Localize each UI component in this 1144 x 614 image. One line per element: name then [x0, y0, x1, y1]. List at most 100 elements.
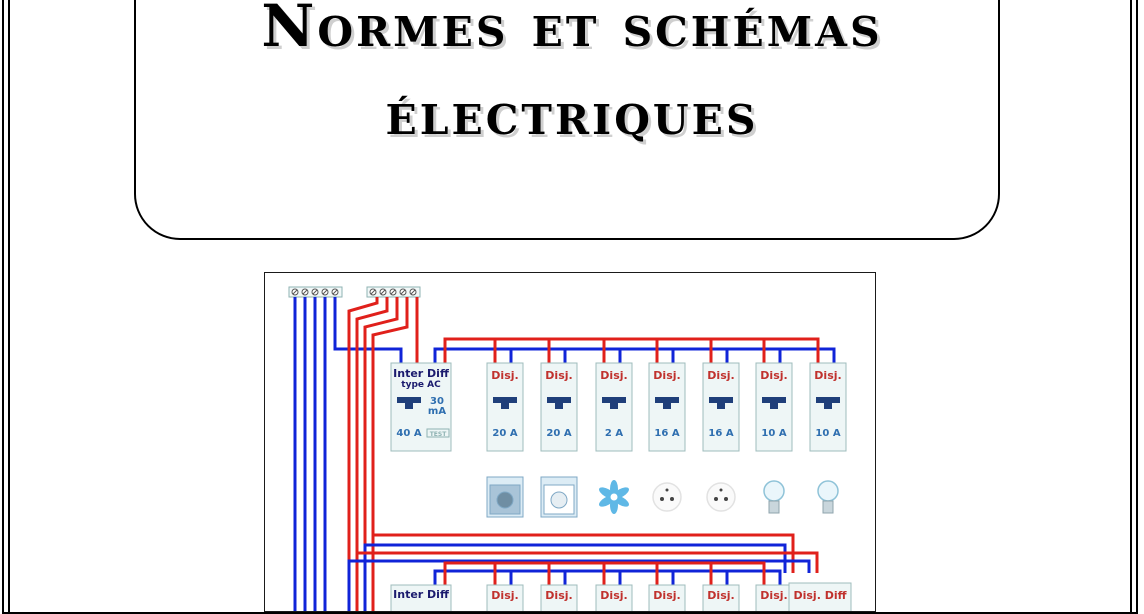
breaker-toggle-stem [770, 403, 778, 409]
neutral-terminal-block-screw-slot [322, 289, 328, 295]
circuit-breaker-row1: Disj. 20 A [540, 362, 578, 452]
breaker-row2-label: Disj. [760, 589, 787, 602]
washing-machine-icon-window [489, 484, 521, 515]
phase-feeder-wire [355, 297, 389, 611]
dishwasher-icon-drum [550, 491, 568, 509]
circuit-breaker-row2: Disj. [702, 584, 740, 611]
light-bulb-icon [763, 480, 785, 514]
document-title-line-1: Normes et schémas [261, 0, 883, 60]
breaker-row2-label: Disj. [491, 589, 518, 602]
breaker-rating: 16 A [708, 428, 733, 439]
main-breaker-toggle [397, 397, 421, 403]
breaker-toggle [655, 397, 679, 403]
phase-terminal-block-screw-slot [410, 289, 416, 295]
main-breaker-body [390, 362, 452, 452]
breaker-rating: 10 A [815, 428, 840, 439]
breaker-toggle [816, 397, 840, 403]
main-breaker-sensitivity-unit: mA [428, 406, 446, 417]
diff-breaker-label: Disj. Diff [793, 589, 846, 602]
title-box [134, 0, 1000, 240]
phase-terminal-block-screw-slot [380, 289, 386, 295]
socket-icon [706, 482, 736, 512]
breaker-toggle [493, 397, 517, 403]
fan-icon [599, 480, 629, 514]
phase-feeder-wire [371, 297, 409, 611]
circuit-breaker-row1: Disj.10 A [809, 362, 847, 452]
circuit-breaker-row2: Disj. [486, 584, 524, 611]
breaker-row2-label: Disj. [545, 589, 572, 602]
circuit-breaker-row1: Disj.16 A [648, 362, 686, 452]
socket-hole [660, 497, 664, 501]
phase-terminal-block [366, 286, 421, 298]
bulb-base [822, 500, 834, 514]
breaker-label: Disj. [653, 369, 680, 382]
breaker-row2-label: Disj. [600, 589, 627, 602]
breaker-rating: 10 A [761, 428, 786, 439]
breaker-label: Disj. [545, 369, 572, 382]
socket-earth [719, 488, 723, 492]
breaker-rating: 20 A [492, 428, 517, 439]
circuit-breaker-row2: Disj. [540, 584, 578, 611]
breaker-toggle-stem [663, 403, 671, 409]
breaker-toggle-stem [610, 403, 618, 409]
breaker-toggle [547, 397, 571, 403]
socket-face [652, 482, 682, 512]
main-differential-switch-row2: Inter Diff [390, 584, 452, 611]
neutral-return-wire-2 [347, 559, 811, 611]
neutral-wire-to-main-breaker [333, 297, 403, 363]
breaker-toggle [762, 397, 786, 403]
breaker-toggle [602, 397, 626, 403]
circuit-breaker-row1: Disj. 2 A [595, 362, 633, 452]
neutral-terminal-block-screw-slot [292, 289, 298, 295]
dishwasher-icon [540, 476, 578, 518]
phase-terminal-block-screw-slot [390, 289, 396, 295]
phase-feeder-wire [347, 297, 379, 611]
washing-machine-icon-drum [496, 491, 514, 509]
circuit-breaker-row1: Disj. 10 A [755, 362, 793, 452]
bulb-glass [817, 480, 839, 502]
socket-icon [652, 482, 682, 512]
neutral-terminal-block-screw-slot [302, 289, 308, 295]
socket-hole [724, 497, 728, 501]
breaker-toggle-stem [717, 403, 725, 409]
socket-hole [670, 497, 674, 501]
circuit-breaker-row1: Disj.16 A [702, 362, 740, 452]
circuit-breaker-row2: Disj. [755, 584, 793, 611]
breaker-toggle-stem [501, 403, 509, 409]
breaker-row2-label: Disj. [653, 589, 680, 602]
breaker-label: Disj. [491, 369, 518, 382]
document-title-line-2: électriques [385, 80, 759, 148]
bulb-base [768, 500, 780, 514]
neutral-terminal-block [288, 286, 343, 298]
neutral-terminal-block-screw-slot [332, 289, 338, 295]
phase-feeder-wire [363, 297, 399, 611]
differential-breaker-row2: Disj. Diff [788, 582, 852, 611]
circuit-breaker-row2: Disj. [648, 584, 686, 611]
breaker-toggle-stem [555, 403, 563, 409]
light-bulb-icon [817, 480, 839, 514]
fan-hub [609, 492, 619, 502]
neutral-return-wire-1 [363, 543, 787, 611]
phase-busbar-row1 [443, 337, 820, 363]
phase-terminal-block-screw-slot [400, 289, 406, 295]
socket-face [706, 482, 736, 512]
circuit-breaker-row2: Disj. [595, 584, 633, 611]
breaker-rating: 20 A [546, 428, 571, 439]
main-breaker-toggle-stem [405, 403, 413, 409]
bulb-glass [763, 480, 785, 502]
socket-hole [714, 497, 718, 501]
main-breaker-sensitivity: 30 [430, 396, 444, 407]
main-breaker-label: Inter Diff [393, 367, 449, 380]
breaker-label: Disj. [600, 369, 627, 382]
washing-machine-icon [486, 476, 524, 518]
phase-return-wire-2 [355, 551, 819, 611]
breaker-label: Disj. [760, 369, 787, 382]
socket-earth [665, 488, 669, 492]
main-breaker-type: type AC [401, 380, 441, 390]
breaker-row2-label: Disj. [707, 589, 734, 602]
breaker-rating: 2 A [605, 428, 623, 439]
neutral-terminal-block-screw-slot [312, 289, 318, 295]
